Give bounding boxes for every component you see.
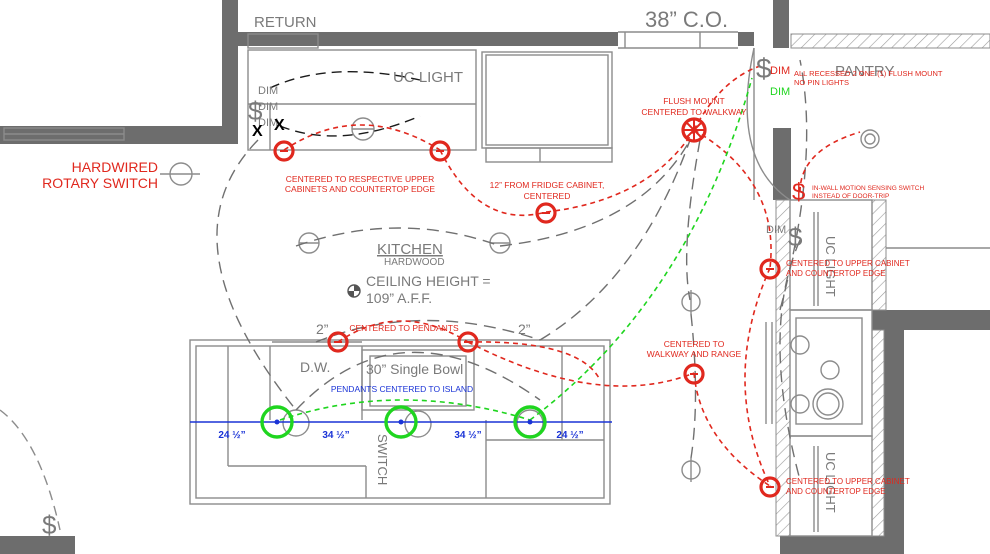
grey-wiring: [216, 59, 808, 481]
annotations: HARDWIRED ROTARY SWITCH CENTERED TO RESP…: [42, 65, 943, 496]
architecture-labels: RETURN 38” C.O. UC LIGHT PANTRY KITCHEN …: [42, 7, 894, 540]
return-label: RETURN: [254, 14, 317, 31]
fridge-line1: 12” FROM FRIDGE CABINET,: [490, 180, 605, 190]
pendant-green-1: [260, 405, 294, 439]
flush-line2: CENTERED TO WALKWAY: [641, 107, 746, 117]
switch-symbol-top: $: [756, 53, 772, 84]
ceiling-height-marker: [347, 284, 361, 298]
red-wiring: [283, 65, 861, 487]
new-light-upper-1: [273, 140, 295, 162]
pendant-green-3: [513, 405, 547, 439]
fixtures: [169, 117, 880, 480]
motion-line1: IN-WALL MOTION SENSING SWITCH: [812, 185, 924, 192]
ceiling-line2: 109” A.F.F.: [366, 290, 432, 306]
dim-label-3: DIM: [258, 117, 278, 129]
switch-symbol-left: $: [248, 96, 263, 126]
flush-line1: FLUSH MOUNT: [663, 96, 724, 106]
pantry-label: PANTRY: [835, 63, 894, 80]
walkway-line1: CENTERED TO: [664, 339, 725, 349]
x-mark-2: X: [274, 117, 285, 134]
kitchen-label: KITCHEN: [377, 241, 443, 258]
centered-pendants-label: CENTERED TO PENDANTS: [349, 323, 459, 333]
switch-symbol-right: $: [788, 222, 803, 252]
uc-light-right-upper: UC LIGHT: [823, 236, 838, 297]
hatched-walls: [775, 33, 990, 537]
dim-label-right: DIM: [766, 224, 786, 236]
new-light-fridge: [535, 202, 557, 224]
dimension-3: 34 ½”: [454, 430, 481, 441]
new-light-pendant-align-2: [457, 331, 479, 353]
switch-symbol-bottom: $: [42, 510, 57, 540]
recessed-line2: NO PIN LIGHTS: [794, 78, 849, 87]
sink-label: 30” Single Bowl: [366, 361, 463, 377]
dim-label-2: DIM: [258, 101, 278, 113]
switch-label: SWITCH: [375, 434, 390, 485]
right-lower-line1: CENTERED TO UPPER CABINET: [786, 477, 910, 486]
uc-light-top-label: UC LIGHT: [393, 69, 463, 86]
new-light-walkway: [683, 363, 705, 385]
fixture-ticks: [160, 71, 692, 482]
dimension-2: 34 ½”: [322, 430, 349, 441]
dim-label-1: DIM: [258, 85, 278, 97]
dim-red: DIM: [770, 65, 790, 77]
cabinetry: [0, 31, 990, 537]
dim-green: DIM: [770, 86, 790, 98]
walkway-line2: WALKWAY AND RANGE: [647, 349, 742, 359]
new-light-right-1: [759, 258, 781, 280]
right-upper-line2: AND COUNTERTOP EDGE: [786, 269, 886, 278]
red-light-marks: [280, 118, 774, 488]
uc-light-right-lower: UC LIGHT: [823, 452, 838, 513]
new-light-right-2: [759, 476, 781, 498]
pendants-island-label: PENDANTS CENTERED TO ISLAND: [331, 384, 473, 394]
motion-switch-symbol: $: [792, 179, 805, 206]
right-lower-line2: AND COUNTERTOP EDGE: [786, 487, 886, 496]
centered-upper-line2: CABINETS AND COUNTERTOP EDGE: [285, 184, 436, 194]
floor-label: HARDWOOD: [384, 257, 445, 268]
centered-upper-line1: CENTERED TO RESPECTIVE UPPER: [286, 174, 434, 184]
dim-2in-right: 2”: [518, 321, 531, 337]
green-pendants: [260, 405, 547, 439]
x-mark-1: X: [252, 123, 263, 140]
co-label: 38” C.O.: [645, 7, 728, 32]
new-light-pendant-align-1: [327, 331, 349, 353]
motion-line2: INSTEAD OF DOOR-TRIP: [812, 193, 889, 200]
green-wiring: [279, 77, 753, 421]
new-light-upper-2: [429, 140, 451, 162]
hardwired-line1: HARDWIRED: [72, 159, 158, 175]
pendant-green-2: [384, 405, 418, 439]
pendant-centers: [274, 419, 533, 425]
right-upper-line1: CENTERED TO UPPER CABINET: [786, 259, 910, 268]
dimension-4: 24 ½”: [556, 430, 583, 441]
dim-2in-left: 2”: [316, 321, 329, 337]
ceiling-line1: CEILING HEIGHT =: [366, 273, 491, 289]
fridge-line2: CENTERED: [524, 191, 571, 201]
dimension-1: 24 ½”: [218, 430, 245, 441]
recessed-line1: ALL RECESSED 2 ONE (1) FLUSH MOUNT: [794, 69, 943, 78]
hardwired-line2: ROTARY SWITCH: [42, 175, 158, 191]
dw-label: D.W.: [300, 359, 330, 375]
dimension-labels: 24 ½” 34 ½” 34 ½” 24 ½”: [218, 430, 583, 441]
